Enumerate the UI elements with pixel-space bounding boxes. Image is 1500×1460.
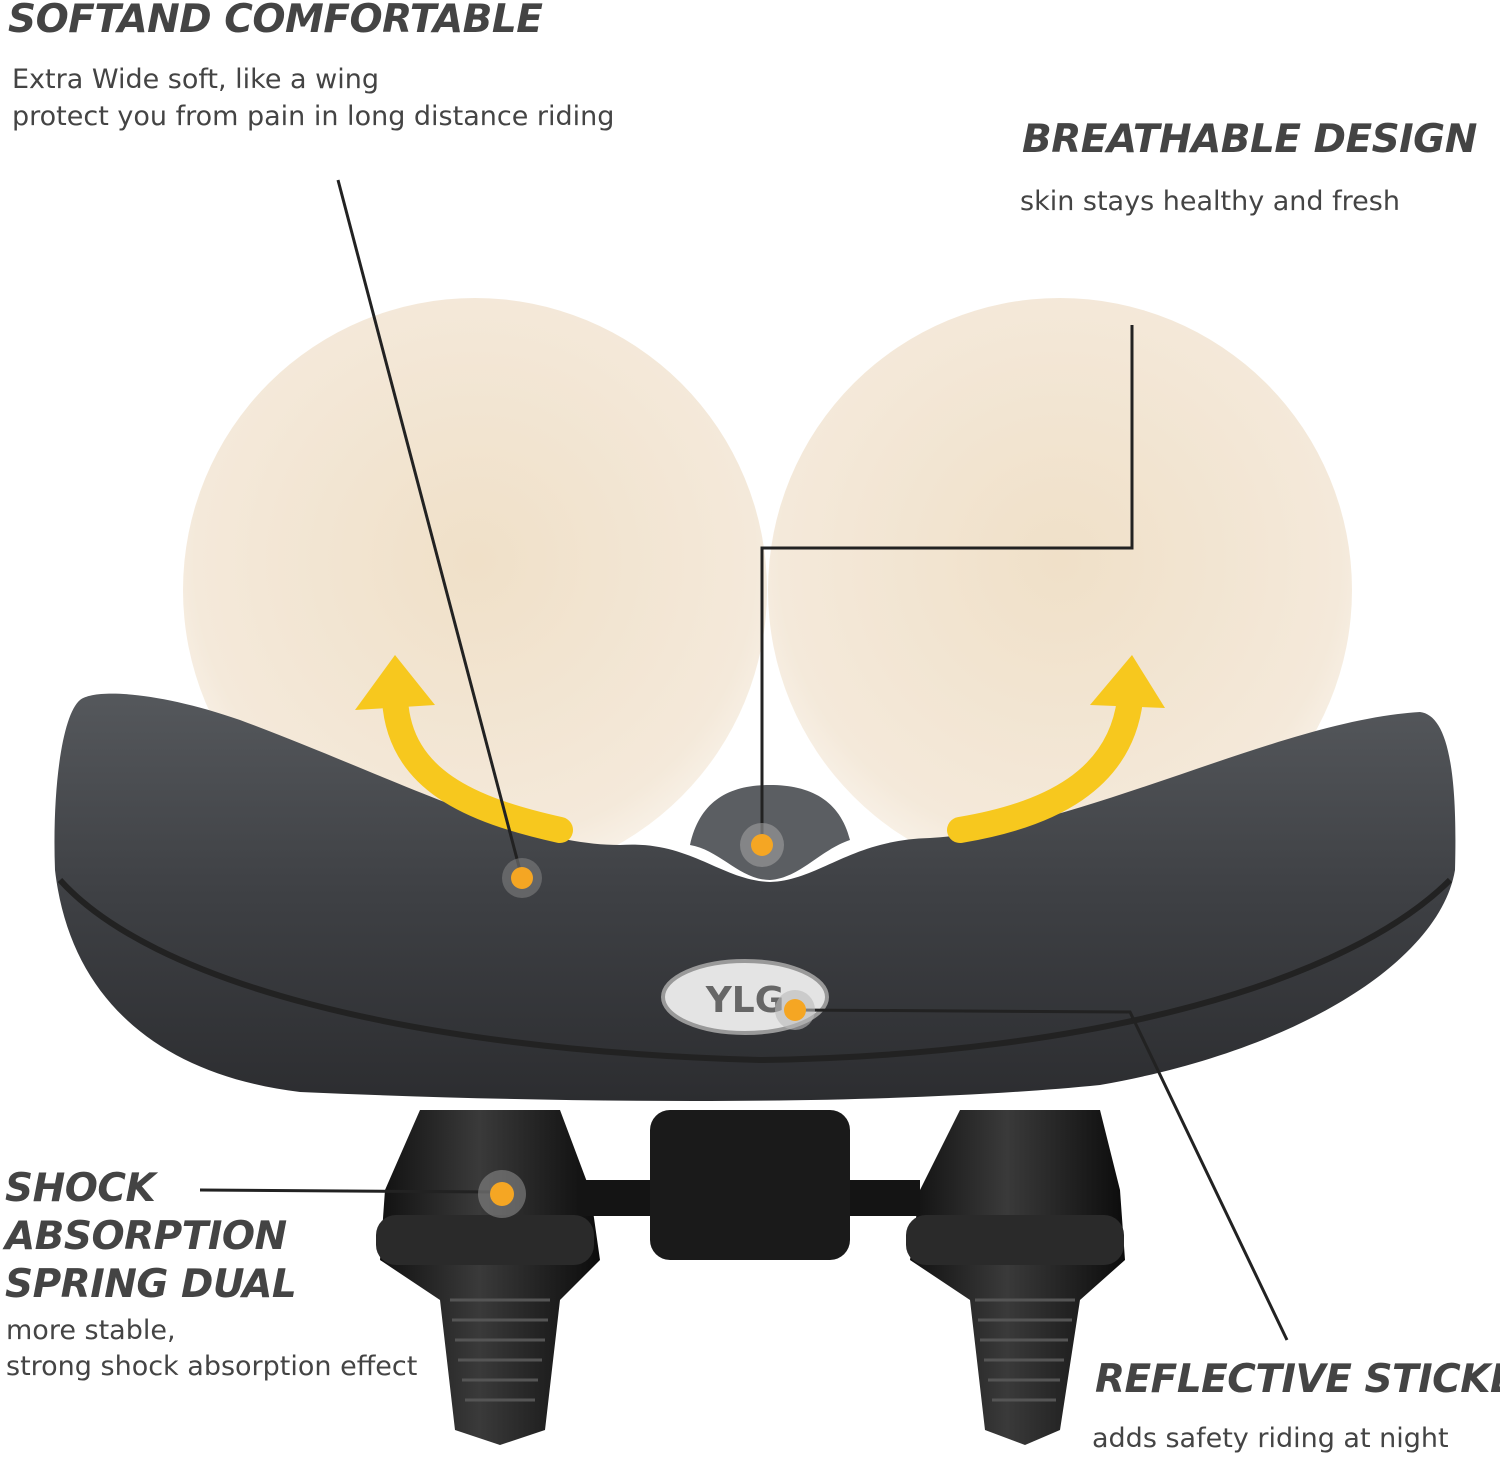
right-spring [906, 1110, 1125, 1445]
arrow-head-right [1090, 655, 1165, 708]
feature-title-shock-1: SHOCK [5, 1166, 156, 1211]
feature-title-breathable: BREATHABLE DESIGN [1022, 117, 1477, 162]
feature-title-shock-2: ABSORPTION [5, 1214, 287, 1259]
callout-dot-soft [502, 858, 542, 898]
spring-coils [450, 1298, 1075, 1402]
buttocks-graphic [183, 298, 1352, 882]
pressure-arrows [382, 687, 1143, 843]
callout-lines [199, 179, 1289, 1341]
svg-text:YLG: YLG [705, 980, 785, 1021]
feature-text-shock-2: strong shock absorption effect [6, 1351, 418, 1382]
left-spring [376, 1110, 600, 1445]
callout-dot-breathable [740, 823, 784, 867]
feature-text-soft-1: Extra Wide soft, like a wing [12, 64, 379, 95]
callout-dot-shock [478, 1170, 526, 1218]
arrow-head-left [355, 655, 435, 710]
spring-frame [580, 1110, 920, 1260]
feature-title-shock-3: SPRING DUAL [5, 1262, 297, 1307]
feature-title-soft: SOFTAND COMFORTABLE [8, 0, 543, 42]
feature-text-reflective: adds safety riding at night [1092, 1423, 1449, 1454]
saddle-body [54, 693, 1456, 1102]
callout-dot-reflective [775, 990, 815, 1030]
feature-text-breathable: skin stays healthy and fresh [1020, 186, 1400, 217]
feature-text-soft-2: protect you from pain in long distance r… [12, 101, 615, 132]
feature-text-shock-1: more stable, [6, 1315, 176, 1346]
feature-title-reflective: REFLECTIVE STICKER [1095, 1357, 1500, 1402]
